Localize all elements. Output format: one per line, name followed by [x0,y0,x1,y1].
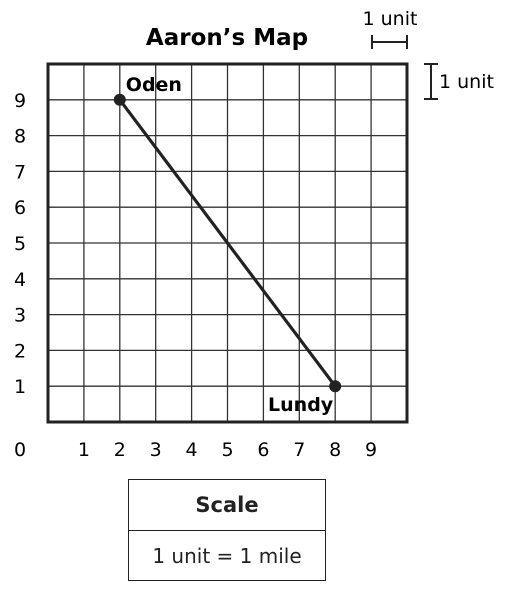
x-tick-label: 3 [150,439,162,461]
y-tick-labels: 1 2 3 4 5 6 7 8 9 [14,90,26,398]
y-tick-label: 6 [14,197,26,219]
city-label: Lundy [268,394,334,416]
y-tick-label: 5 [14,233,26,255]
y-tick-label: 1 [14,376,26,398]
map-title: Aaron’s Map [146,25,308,51]
x-tick-labels: 0 1 2 3 4 5 6 7 8 9 [14,439,377,461]
horizontal-unit-legend: 1 unit [363,8,418,49]
y-tick-label: 9 [14,90,26,112]
x-tick-label: 8 [329,439,341,461]
city-label: Oden [126,74,182,96]
route-layer [118,98,337,388]
city-point [113,93,126,106]
x-tick-label: 2 [114,439,126,461]
y-tick-label: 7 [14,161,26,183]
grid-border [46,62,409,424]
x-tick-label: 4 [186,439,198,461]
vertical-unit-legend: 1 unit [424,63,494,100]
x-tick-label: 0 [14,439,26,461]
horizontal-unit-label: 1 unit [363,8,418,30]
y-tick-label: 3 [14,305,26,327]
vertical-unit-label: 1 unit [439,71,494,93]
x-tick-label: 9 [365,439,377,461]
scale-text: 1 unit = 1 mile [152,544,302,568]
scale-box: Scale 1 unit = 1 mile [128,479,326,581]
x-tick-label: 1 [78,439,90,461]
city-point [329,380,342,393]
x-tick-label: 6 [257,439,269,461]
grid-lines [46,62,409,424]
x-tick-label: 5 [221,439,233,461]
scale-header: Scale [129,480,325,531]
y-tick-label: 8 [14,126,26,148]
y-tick-label: 4 [14,269,26,291]
route-line [118,98,337,388]
y-tick-label: 2 [14,340,26,362]
x-tick-label: 7 [293,439,305,461]
